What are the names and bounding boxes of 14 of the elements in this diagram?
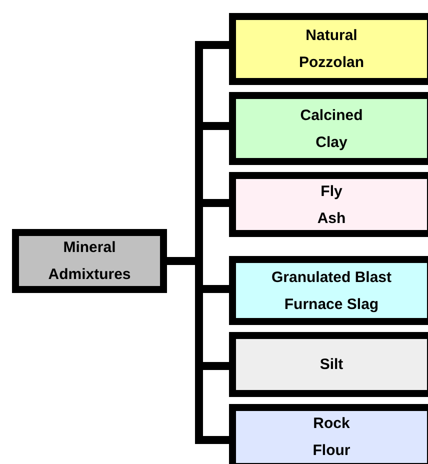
box-label: Silt (320, 355, 344, 375)
box-label: Rock Flour (312, 414, 352, 461)
box-label: Fly Ash (316, 182, 347, 228)
box-label: Mineral Admixtures (47, 238, 132, 285)
category-box (229, 332, 428, 397)
category-box (229, 256, 428, 325)
box-label: Natural Pozzolan (298, 26, 365, 73)
category-box (229, 92, 428, 165)
box-label: Granulated Blast Furnace Slag (270, 268, 393, 314)
category-box (229, 172, 428, 237)
category-box (229, 13, 428, 85)
box-label: Calcined Clay (299, 106, 364, 152)
root-box (12, 229, 167, 293)
category-box (229, 404, 428, 464)
